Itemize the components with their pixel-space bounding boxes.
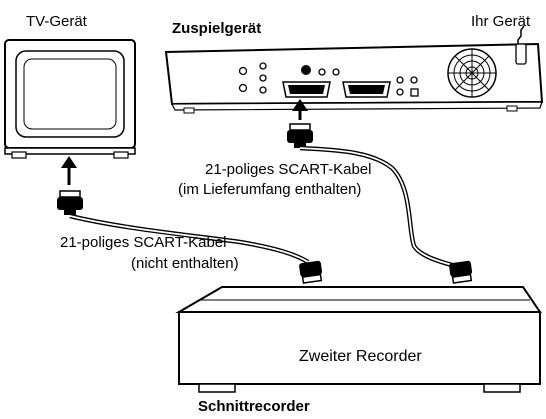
source-label: Zuspielgerät: [172, 20, 261, 37]
cable-included-label-line2: (im Lieferumfang enthalten): [178, 181, 361, 198]
tv-label: TV-Gerät: [26, 13, 88, 30]
scart-plug-tv: [57, 190, 83, 215]
second-recorder: [175, 286, 542, 393]
scart-plug-source: [287, 123, 313, 148]
scart-cable-included: [299, 145, 457, 269]
cable-included-label-line1: 21-poliges SCART-Kabel: [205, 161, 371, 178]
arrow-up-source-icon: [292, 99, 308, 120]
your-device-label: Ihr Gerät: [471, 13, 531, 30]
scart-plug-recorder-left: [299, 260, 323, 284]
tv-set: [4, 39, 136, 159]
recorder-center-label: Zweiter Recorder: [299, 348, 422, 365]
source-device: [164, 25, 544, 114]
cable-not-included-label-line1: 21-poliges SCART-Kabel: [60, 234, 226, 251]
cable-not-included-label-line2: (nicht enthalten): [131, 255, 239, 272]
scart-plug-recorder-right: [449, 260, 473, 284]
recorder-caption: Schnittrecorder: [198, 398, 310, 415]
scart-cable-not-included: [69, 213, 310, 264]
arrow-up-icon: [61, 156, 77, 185]
